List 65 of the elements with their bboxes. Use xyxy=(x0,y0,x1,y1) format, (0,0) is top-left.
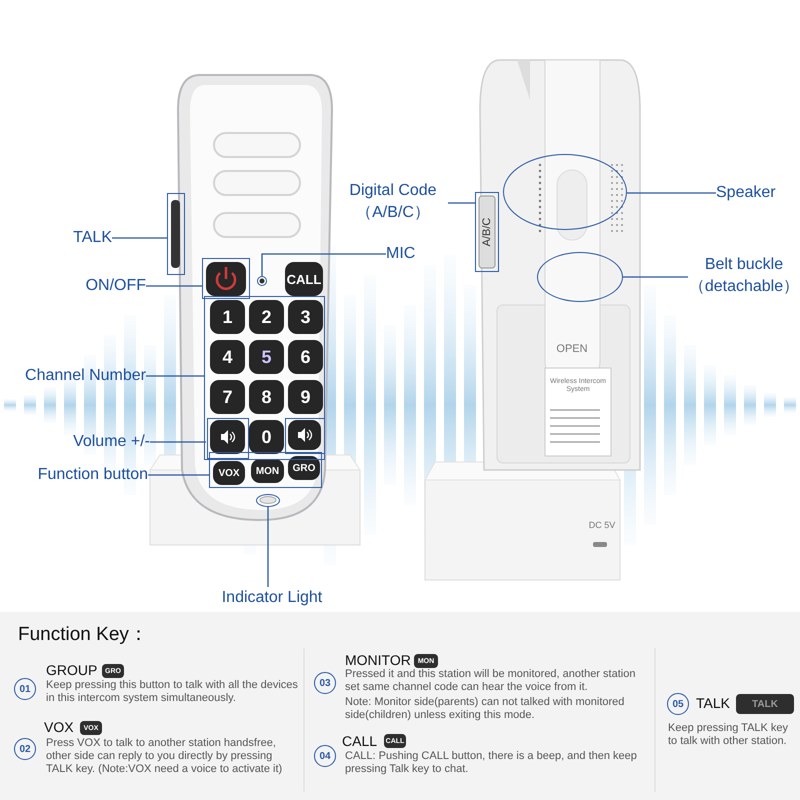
leader-line xyxy=(146,285,202,287)
step-number: 05 xyxy=(667,693,689,715)
keypad-key: 2 xyxy=(249,300,284,334)
callout-label: MIC xyxy=(386,243,426,265)
highlight-frame xyxy=(207,418,249,459)
highlight-ellipse xyxy=(256,494,280,507)
callout-label: Function button xyxy=(14,464,148,486)
key-name: MONITOR xyxy=(345,651,411,669)
highlight-frame xyxy=(167,193,185,275)
keypad-key: 4 xyxy=(210,340,245,374)
keypad-key: 7 xyxy=(210,380,245,414)
callout-label: TALK xyxy=(60,227,112,249)
step-number: 04 xyxy=(314,745,336,767)
step-number: 01 xyxy=(14,678,36,700)
key-description: CALL: Pushing CALL button, there is a beep, and then keep pressing Talk key to chat. xyxy=(345,750,638,777)
key-name: VOX xyxy=(44,718,75,736)
highlight-frame xyxy=(285,418,325,454)
highlight-ellipse xyxy=(537,252,623,302)
leader-line xyxy=(150,441,206,443)
keypad-key: 0 xyxy=(249,420,284,454)
keypad-key: 1 xyxy=(210,300,245,334)
leader-line xyxy=(261,253,386,276)
key-description: Pressed it and this station will be monitored, another station set same channel code can hear the voice from it. xyxy=(345,668,636,695)
keypad-key: 6 xyxy=(288,340,323,374)
key-name: GROUP xyxy=(46,661,98,679)
key-name: CALL xyxy=(342,732,378,750)
highlight-frame xyxy=(475,192,499,272)
device-marking: OPEN xyxy=(555,343,589,357)
step-number: 02 xyxy=(14,738,36,760)
callout-label: Indicator Light xyxy=(210,587,334,609)
callout-label: Speaker xyxy=(716,182,794,204)
keypad-key: 9 xyxy=(288,380,323,414)
key-name: TALK xyxy=(696,694,731,712)
leader-line xyxy=(148,474,209,476)
leader-line xyxy=(267,507,269,587)
leader-line xyxy=(627,192,716,194)
keypad-key: VOX xyxy=(213,461,245,485)
section-title: Function Key： xyxy=(18,623,149,647)
switch-marking: A/B/C xyxy=(480,216,494,248)
callout-label: Belt buckle （detachable） xyxy=(688,254,800,300)
highlight-frame xyxy=(202,258,250,299)
key-description: Press VOX to talk to another station handsfree, other side can reply to you directly by pressing TALK key. (Note:VOX need a voice to activate it) xyxy=(46,737,284,777)
keypad-key: CALL xyxy=(285,262,323,296)
step-number: 03 xyxy=(314,672,336,694)
callout-label: Digital Code （A/B/C） xyxy=(338,180,448,226)
leader-line xyxy=(146,375,204,377)
keypad-key: 3 xyxy=(288,300,323,334)
highlight-frame xyxy=(204,296,325,460)
leader-line xyxy=(623,276,688,278)
leader-line xyxy=(448,202,475,204)
highlight-ellipse xyxy=(257,276,267,286)
key-description: Keep pressing this button to talk with all the devices in this intercom system simultaneously. xyxy=(46,679,299,706)
callout-label: ON/OFF xyxy=(72,275,146,297)
key-description: Keep pressing TALK key to talk with other station. xyxy=(668,722,790,749)
highlight-ellipse xyxy=(503,154,627,230)
keypad-key: 8 xyxy=(249,380,284,414)
callout-label: Channel Number xyxy=(2,365,146,387)
highlight-frame xyxy=(209,452,322,488)
device-marking: DC 5V xyxy=(588,520,616,532)
callout-label: Volume +/- xyxy=(52,431,150,453)
keypad-key: 5 xyxy=(249,340,284,374)
key-description: Note: Monitor side(parents) can not talked with monitored side(children) unless exiting this mode. xyxy=(345,696,626,723)
keypad-key: MON xyxy=(251,459,284,483)
leader-line xyxy=(112,237,167,239)
key-badge: TALK xyxy=(736,694,794,714)
